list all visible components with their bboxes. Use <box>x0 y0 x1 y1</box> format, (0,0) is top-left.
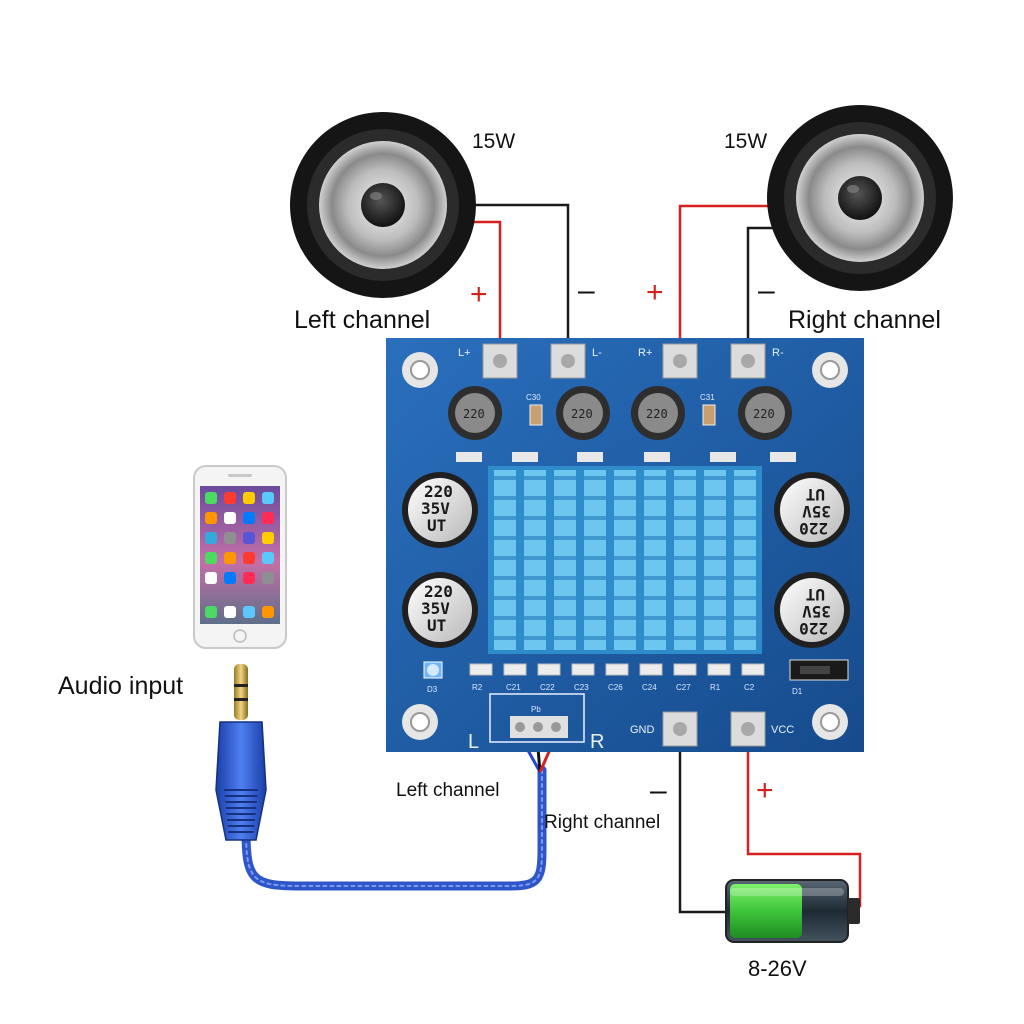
left-plus-marker: + <box>470 278 488 311</box>
cap-marking-left-bottom: 220 35V UT <box>421 582 453 635</box>
component-label: C22 <box>540 683 555 692</box>
gnd-label: GND <box>630 724 655 736</box>
right-speaker-power: 15W <box>724 130 767 153</box>
svg-text:35V: 35V <box>421 499 450 518</box>
pad-label-r-minus: R- <box>772 347 784 359</box>
left-speaker <box>290 112 476 298</box>
left-speaker-plus-wire <box>470 220 502 348</box>
vcc-plus-marker: + <box>756 774 774 807</box>
right-speaker-minus-wire <box>746 226 780 348</box>
pad-label-l-plus: L+ <box>458 347 471 359</box>
electrolytic-capacitor <box>402 472 850 648</box>
component-label: C2 <box>744 683 755 692</box>
component-label: R1 <box>710 683 721 692</box>
left-channel-wire-label: Left channel <box>396 780 500 801</box>
output-pad-l-plus <box>482 343 518 379</box>
right-channel-wire-label: Right channel <box>544 812 660 833</box>
cap-label-c31: C31 <box>700 393 715 402</box>
right-speaker-plus-wire <box>678 204 772 348</box>
svg-text:220: 220 <box>424 582 453 601</box>
component-label: C26 <box>608 683 623 692</box>
input-label-left: L <box>468 731 479 753</box>
led-label: D3 <box>427 685 438 694</box>
svg-text:35V: 35V <box>802 502 831 521</box>
amplifier-board: L+ L- R+ R- 220 220 220 220 C30 <box>386 338 864 753</box>
gnd-minus-marker: – <box>650 774 667 807</box>
input-label-right: R <box>590 731 604 753</box>
component-label: C23 <box>574 683 589 692</box>
left-channel-label: Left channel <box>294 306 430 334</box>
right-plus-marker: + <box>646 276 664 309</box>
component-label: C24 <box>642 683 657 692</box>
cap-label-c30: C30 <box>526 393 541 402</box>
smd-row-top <box>456 452 796 462</box>
svg-text:220: 220 <box>571 407 593 421</box>
smartphone <box>193 465 287 649</box>
output-pad-r-plus <box>662 343 698 379</box>
pad-label-l-minus: L- <box>592 347 602 359</box>
gnd-pad <box>662 711 698 747</box>
inductor <box>448 386 792 440</box>
left-minus-marker: – <box>578 274 595 307</box>
svg-text:220: 220 <box>799 619 828 638</box>
svg-text:35V: 35V <box>421 599 450 618</box>
input-connector-outline <box>489 693 585 743</box>
gnd-wire <box>678 750 728 914</box>
vcc-label: VCC <box>771 724 794 736</box>
output-pad-l-minus <box>550 343 586 379</box>
svg-text:35V: 35V <box>802 602 831 621</box>
svg-text:220: 220 <box>646 407 668 421</box>
vcc-pad <box>730 711 766 747</box>
input-connector-label: Pb <box>531 705 541 714</box>
heatsink <box>488 466 762 654</box>
mounting-hole <box>402 352 848 740</box>
component-label: R2 <box>472 683 483 692</box>
cap-marking-right-bottom: 220 35V UT <box>799 585 831 638</box>
component-label: C21 <box>506 683 521 692</box>
battery <box>725 879 860 943</box>
audio-jack-plug <box>215 664 267 841</box>
svg-text:UT: UT <box>806 485 825 504</box>
smd-row-bottom: R2 C21 C22 C23 C26 C24 C27 R1 C2 <box>469 663 765 692</box>
cap-marking-right-top: 220 35V UT <box>799 485 831 538</box>
svg-text:220: 220 <box>753 407 775 421</box>
component-label: C27 <box>676 683 691 692</box>
battery-voltage: 8-26V <box>748 956 807 981</box>
svg-text:220: 220 <box>463 407 485 421</box>
svg-text:220: 220 <box>799 519 828 538</box>
right-channel-label: Right channel <box>788 306 941 334</box>
svg-text:UT: UT <box>427 516 446 535</box>
pad-label-r-plus: R+ <box>638 347 652 359</box>
right-minus-marker: – <box>758 274 775 307</box>
diode-label: D1 <box>792 687 803 696</box>
cap-marking-left-top: 220 35V UT <box>421 482 453 535</box>
svg-text:UT: UT <box>806 585 825 604</box>
left-speaker-minus-wire <box>470 203 570 348</box>
left-speaker-power: 15W <box>472 130 515 153</box>
output-pad-r-minus <box>730 343 766 379</box>
audio-input-label: Audio input <box>58 672 183 700</box>
svg-text:UT: UT <box>427 616 446 635</box>
svg-text:220: 220 <box>424 482 453 501</box>
right-speaker <box>767 105 953 291</box>
